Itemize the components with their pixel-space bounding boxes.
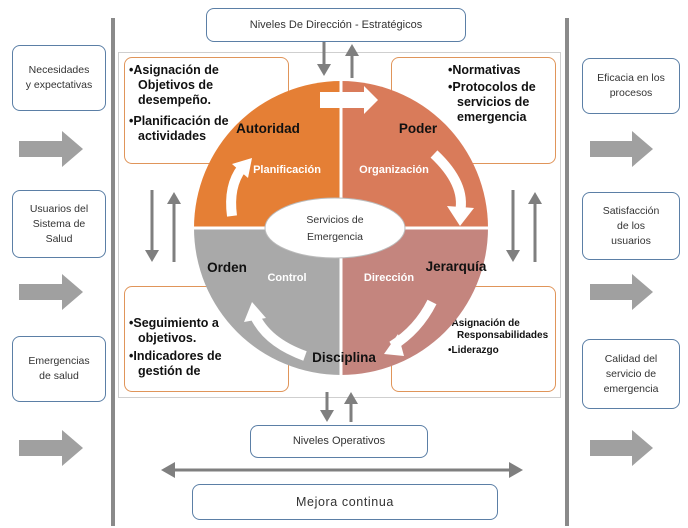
quadrant-tr: [341, 81, 488, 228]
notes-tr: •Normativas •Protocolos de servicios de …: [448, 63, 553, 125]
label-poder: Poder: [399, 121, 438, 136]
mejora-box: Mejora continua: [192, 484, 498, 520]
label-control: Control: [267, 272, 306, 284]
right-divider: [565, 18, 569, 526]
center-ellipse: [264, 197, 406, 259]
notes-tl: •Asignación de Objetivos de desempeño. •…: [129, 63, 229, 144]
label-orden: Orden: [207, 260, 247, 275]
note-tl-1: •Asignación de Objetivos de desempeño.: [129, 63, 219, 107]
left-box-users: Usuarios del Sistema de Salud: [12, 190, 106, 258]
left-arrow-3: [19, 430, 83, 466]
left-arrow-2: [19, 274, 83, 310]
right-box-satisfaction: Satisfacción de los usuarios: [582, 192, 680, 260]
note-br-2: •Liderazgo: [448, 345, 499, 356]
right-arrow-2: [590, 274, 653, 310]
cycle-arrow-top: [320, 86, 378, 114]
center-text-line1: Servicios de: [306, 214, 363, 226]
quadrant-br: [341, 228, 488, 375]
right-arrow-1: [590, 131, 653, 167]
label-autoridad: Autoridad: [236, 121, 300, 136]
notes-bl: •Seguimiento a objetivos. •Indicadores d…: [129, 316, 229, 379]
note-br-1: •Asignación de Responsabilidades: [448, 318, 549, 341]
cycle-arrow-right: [430, 150, 474, 226]
label-planificacion: Planificación: [253, 164, 321, 176]
top-box: Niveles De Dirección - Estratégicos: [206, 8, 466, 42]
left-arrow-1: [19, 131, 83, 167]
label-disciplina: Disciplina: [312, 350, 376, 365]
left-arrows: [19, 131, 653, 466]
note-tr-2: •Protocolos de servicios de emergencia: [448, 80, 536, 124]
vertical-arrows: [145, 42, 542, 422]
notes-br: •Asignación de Responsabilidades •Lidera…: [448, 318, 556, 357]
quadrant-bl: [194, 228, 341, 375]
note-bl-2: •Indicadores de gestión de: [129, 349, 222, 378]
right-box-efficacy: Eficacia en los procesos: [582, 58, 680, 114]
label-organizacion: Organización: [359, 164, 429, 176]
note-tl-2: •Planificación de actividades: [129, 114, 229, 143]
cycle-arrow-bottom-left: [244, 302, 307, 361]
right-box-quality: Calidad del servicio de emergencia: [582, 339, 680, 409]
double-arrow: [161, 462, 523, 478]
left-divider: [111, 18, 115, 526]
cycle-arrow-bottom-right: [384, 299, 437, 356]
center-text-line2: Emergencia: [307, 231, 363, 243]
inner-panel: [118, 52, 561, 398]
right-arrow-3: [590, 430, 653, 466]
cycle-arrow-left: [226, 158, 252, 217]
bottom-box: Niveles Operativos: [250, 425, 428, 458]
label-direccion: Dirección: [364, 272, 414, 284]
note-bl-1: •Seguimiento a objetivos.: [129, 316, 219, 345]
note-tr-1: •Normativas: [448, 63, 521, 77]
label-jerarquia: Jerarquía: [426, 259, 487, 274]
left-box-emergencies: Emergencias de salud: [12, 336, 106, 402]
left-box-needs: Necesidades y expectativas: [12, 45, 106, 111]
